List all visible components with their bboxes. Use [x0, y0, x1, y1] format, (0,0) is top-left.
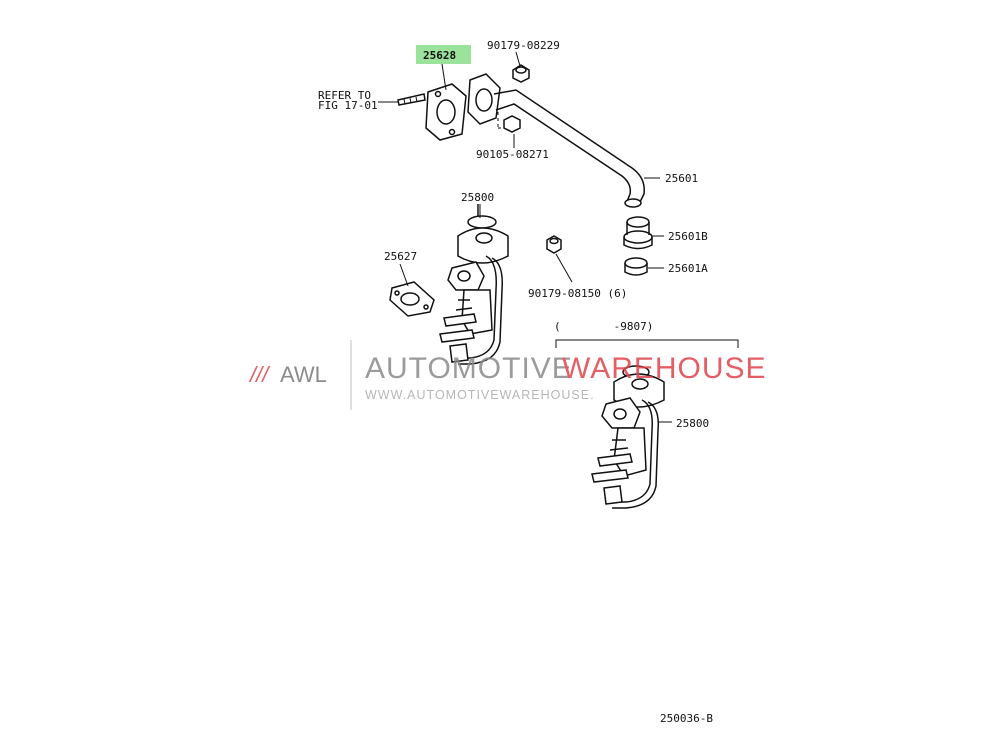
callout-25627[interactable]: 25627	[384, 250, 417, 263]
watermark-slashes: ///	[248, 362, 270, 387]
pipe-25601-drawing	[493, 89, 645, 208]
grommet-25601b-drawing	[623, 216, 653, 250]
callout-90105-08271[interactable]: 90105-08271	[476, 148, 549, 161]
callout-90179-08229[interactable]: 90179-08229	[487, 39, 560, 52]
date-range-label: ( -9807)	[554, 320, 653, 333]
bolt-90105-08271-drawing	[497, 112, 521, 133]
gasket-25628-drawing	[425, 83, 467, 141]
watermark-awl: AWL	[280, 362, 327, 387]
callout-25800-lower[interactable]: 25800	[676, 417, 709, 430]
refer-to-line2: FIG 17-01	[318, 99, 378, 112]
egr-valve-upper-drawing	[439, 204, 509, 365]
watermark-url: WWW.AUTOMOTIVEWAREHOUSE.	[365, 388, 595, 402]
highlight-box	[416, 45, 471, 64]
watermark-brand-warehouse: WAREHOUSE	[562, 352, 767, 385]
callout-25601[interactable]: 25601	[665, 172, 698, 185]
callout-25628-highlighted[interactable]: 25628	[423, 49, 456, 62]
refer-to-line1: REFER TO	[318, 89, 371, 102]
figure-code: 250036-B	[660, 712, 713, 725]
leader-lines	[378, 51, 739, 423]
callout-25800-upper[interactable]: 25800	[461, 191, 494, 204]
callout-25601a[interactable]: 25601A	[668, 262, 708, 275]
egr-valve-lower-drawing	[591, 365, 665, 509]
watermark-brand-automotive: AUTOMOTIVE	[365, 352, 573, 385]
gasket-25627-drawing	[389, 281, 435, 317]
callout-25601b[interactable]: 25601B	[668, 230, 708, 243]
grommet-25601a-drawing	[624, 257, 648, 276]
callout-90179-08150[interactable]: 90179-08150 (6)	[528, 287, 627, 300]
nut-90179-08150-drawing	[546, 235, 562, 254]
stud-bolt-drawing	[397, 93, 426, 106]
nut-90179-08229-drawing	[512, 64, 530, 83]
pipe-flange-drawing	[467, 73, 501, 125]
watermark: /// AWL AUTOMOTIVE WAREHOUSE WWW.AUTOMOT…	[248, 340, 767, 410]
